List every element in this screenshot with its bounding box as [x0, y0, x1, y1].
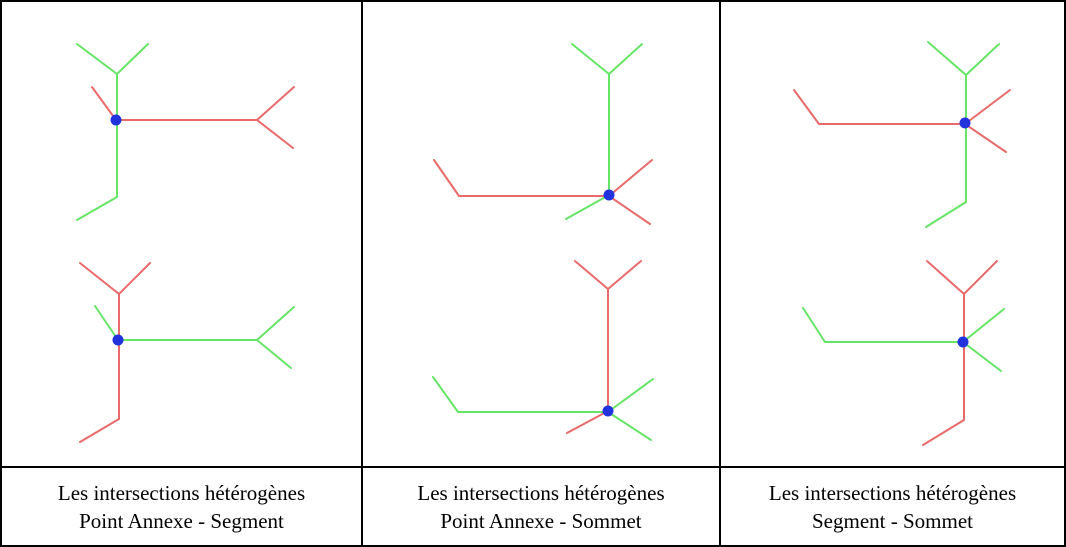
red-line: [79, 293, 120, 443]
caption-line-1: Les intersections hétérogènes: [768, 481, 1017, 505]
table-border-left: [0, 0, 2, 547]
caption-point-annexe-segment: Les intersections hétérogènes Point Anne…: [2, 468, 361, 546]
panel-point-annexe-sommet: [363, 2, 719, 467]
diagram-top: [793, 41, 1011, 228]
green-line: [571, 43, 643, 75]
red-line: [793, 89, 1011, 125]
table-border-top: [0, 0, 1066, 2]
diagram-point-annexe-sommet: [432, 43, 654, 441]
green-line: [94, 305, 295, 341]
caption-point-annexe-sommet: Les intersections hétérogènes Point Anne…: [363, 468, 719, 546]
table-border-right: [1064, 0, 1066, 547]
caption-line-2: Point Annexe - Sommet: [440, 509, 642, 533]
red-line: [256, 119, 294, 149]
diagram-point-annexe-segment: [76, 43, 295, 443]
diagram-bottom: [79, 262, 295, 443]
red-line: [608, 195, 651, 225]
intersection-node: [110, 114, 122, 126]
caption-line-1: Les intersections hétérogènes: [417, 481, 665, 505]
green-line: [76, 73, 118, 221]
row-divider: [0, 466, 1066, 468]
intersection-node: [959, 117, 971, 129]
caption-line-2: Point Annexe - Segment: [79, 509, 284, 533]
green-line: [607, 411, 652, 441]
intersection-node: [602, 405, 614, 417]
green-line: [256, 339, 292, 369]
diagram-top: [76, 43, 295, 221]
green-line: [927, 41, 1000, 76]
red-line: [964, 123, 1007, 153]
red-line: [91, 86, 295, 121]
panel-point-annexe-segment: [2, 2, 361, 467]
caption-line-2: Segment - Sommet: [812, 509, 973, 533]
green-line: [925, 74, 967, 228]
green-line: [76, 43, 149, 75]
column-divider-1: [361, 0, 363, 547]
green-line: [565, 73, 610, 220]
green-line: [802, 307, 1005, 343]
red-line: [922, 293, 965, 446]
diagram-top: [433, 43, 653, 225]
green-line: [962, 341, 1002, 372]
red-line: [926, 260, 998, 295]
red-line: [79, 262, 151, 295]
green-line: [432, 376, 654, 413]
intersection-node: [957, 336, 969, 348]
diagram-segment-sommet: [793, 41, 1011, 446]
column-divider-2: [719, 0, 721, 547]
red-line: [433, 159, 653, 197]
caption-line-1: Les intersections hétérogènes: [57, 481, 306, 505]
intersection-node: [112, 334, 124, 346]
red-line: [574, 260, 642, 290]
panel-segment-sommet: [721, 2, 1064, 467]
intersection-node: [603, 189, 615, 201]
diagram-bottom: [802, 260, 1005, 446]
caption-segment-sommet: Les intersections hétérogènes Segment - …: [721, 468, 1064, 546]
diagram-bottom: [432, 260, 654, 441]
table-border-bottom: [0, 545, 1066, 547]
